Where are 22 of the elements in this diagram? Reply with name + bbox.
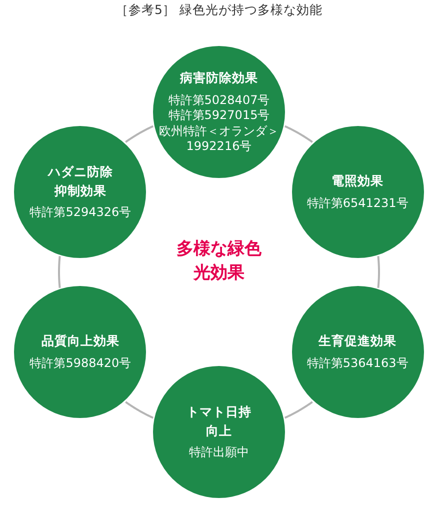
patent-text: 特許第5364163号 <box>306 356 408 372</box>
connector-line <box>58 256 61 288</box>
effect-title: 品質向上効果 <box>41 332 120 350</box>
connector-line <box>125 125 154 143</box>
center-label: 多様な緑色光効果 <box>176 238 262 285</box>
effect-title: 病害防除効果 <box>180 68 258 87</box>
effect-title: 電照効果 <box>332 172 384 190</box>
patent-text: 特許第5988420号 <box>30 356 132 372</box>
connector-line <box>284 125 313 143</box>
patent-text: 特許第5028407号 <box>168 92 270 108</box>
connector-line <box>125 401 154 419</box>
patent-text: 欧州特許＜オランダ＞1992216号 <box>158 124 280 156</box>
connector-line <box>377 256 380 288</box>
patent-text: 特許第5294326号 <box>30 205 132 222</box>
patent-text: 特許出願中 <box>189 445 249 462</box>
diagram-title: ［参考5］ 緑色光が持つ多様な効能 <box>114 2 324 19</box>
effect-title: トマト日持向上 <box>186 402 252 440</box>
patent-text: 特許第5927015号 <box>168 108 270 124</box>
patent-text: 特許第6541231号 <box>306 196 408 212</box>
effect-title: 生育促進効果 <box>318 332 397 350</box>
effect-title: ハダニ防除抑制効果 <box>46 162 114 200</box>
connector-line <box>284 401 313 419</box>
